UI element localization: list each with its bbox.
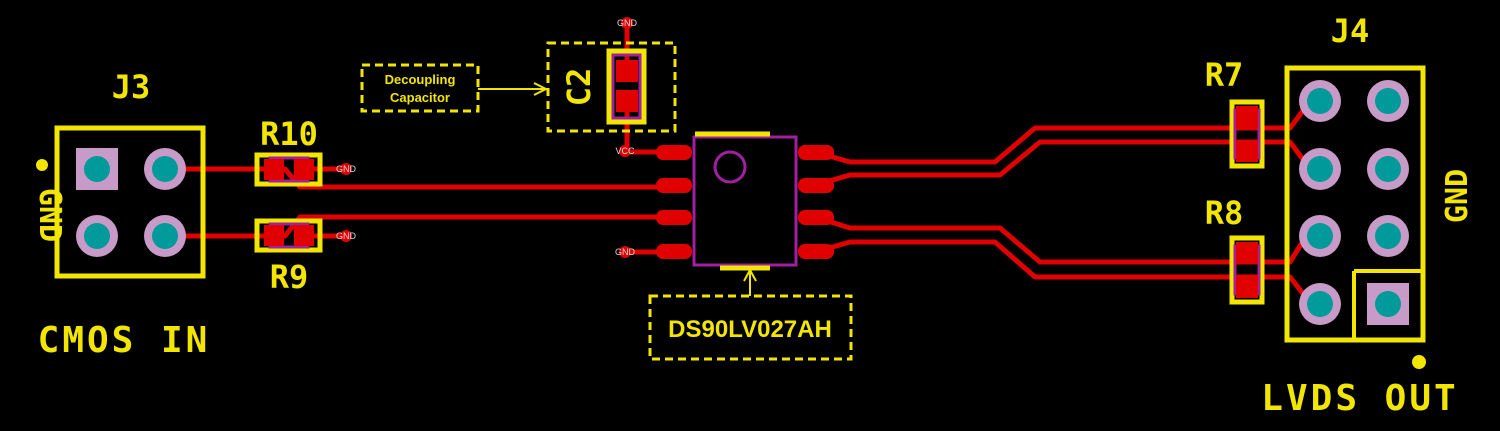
j4-gnd-label: GND — [1440, 169, 1475, 223]
decoupling-callout-box — [360, 63, 480, 113]
j4-ref: J4 — [1331, 12, 1370, 50]
decoupling-line2: Capacitor — [390, 90, 450, 105]
trace-ic-pin6-to-j4 — [812, 214, 1308, 265]
j4-pin-a1-drill — [1307, 88, 1333, 114]
j4-pin-b2-drill — [1375, 156, 1401, 182]
ic-pin-2 — [656, 178, 692, 193]
decoupling-line1: Decoupling — [385, 72, 456, 87]
ic-callout-arrowhead — [743, 267, 757, 282]
r10-pad-1 — [264, 159, 284, 180]
c2-callout-box — [546, 41, 677, 133]
ic-body — [692, 135, 798, 267]
r10-gnd-net: GND — [336, 164, 357, 174]
j3-pin3-drill — [84, 223, 110, 249]
r10-outline — [254, 152, 323, 187]
r8-resistor: R8 — [1205, 194, 1265, 305]
j4-pin-a3-drill — [1307, 223, 1333, 249]
j3-ref: J3 — [112, 68, 151, 106]
ic-pin-7 — [798, 178, 834, 193]
r10-gnd-via — [340, 163, 352, 175]
c2-capacitor: C2 GND — [546, 17, 677, 133]
r7-ref: R7 — [1205, 56, 1244, 94]
c2-gnd-via — [621, 17, 633, 29]
j3-pin4-drill — [152, 223, 178, 249]
ic-pin-5 — [798, 244, 834, 259]
ic-gnd-via — [619, 246, 631, 258]
c2-outline — [606, 48, 647, 125]
r7-resistor: R7 — [1205, 56, 1265, 169]
decoupling-arrowhead — [533, 82, 549, 96]
j3-connector: J3 GND CMOS IN — [32, 68, 211, 361]
j3-outline — [54, 125, 206, 279]
ic-vcc-net: VCC — [615, 146, 635, 156]
trace-r9-to-ic-pin3 — [282, 214, 675, 239]
ic-callout-box — [648, 294, 853, 361]
trace-ic-pin7-to-j4 — [812, 139, 1308, 188]
r8-pad-1 — [1236, 242, 1258, 264]
r7-pad-2 — [1236, 140, 1258, 162]
j4-pin1-drill — [1375, 291, 1401, 317]
r9-pad-1 — [264, 225, 284, 246]
j3-pin2-drill — [152, 156, 178, 182]
r7-pad-1 — [1236, 106, 1258, 128]
r9-gnd-net: GND — [336, 231, 357, 241]
r9-outline — [254, 218, 323, 253]
ic-pin-6 — [798, 210, 834, 225]
ic-pin-4 — [656, 244, 692, 259]
ic-vcc-via — [619, 145, 631, 157]
r7-outline — [1229, 99, 1265, 169]
ic-pin-8 — [798, 145, 834, 160]
r10-resistor: R10 GND — [254, 115, 357, 187]
decoupling-callout: Decoupling Capacitor — [360, 63, 549, 113]
trace-ic-pin5-to-j4 — [812, 239, 1311, 303]
r10-ref: R10 — [260, 115, 318, 153]
ic-pin1-dot — [713, 150, 747, 184]
j3-pin1-marker — [36, 159, 48, 171]
j4-pin-b3-drill — [1375, 223, 1401, 249]
r8-ref: R8 — [1205, 194, 1244, 232]
r9-ref: R9 — [270, 258, 309, 296]
ic-pin-3 — [656, 210, 692, 225]
c2-ref: C2 — [560, 68, 598, 107]
copper-traces — [162, 25, 1311, 303]
ic-ds90lv027ah: VCC GND — [615, 131, 834, 271]
j3-pin1-drill — [84, 156, 110, 182]
j4-connector: J4 GND LVDS OUT — [1261, 12, 1475, 419]
ic-gnd-net: GND — [615, 247, 636, 257]
r8-pad-2 — [1236, 276, 1258, 298]
r10-pad-2 — [294, 159, 314, 180]
ic-callout-label: DS90LV027AH — [668, 316, 832, 343]
c2-pad-1 — [616, 60, 638, 82]
r8-outline — [1229, 235, 1265, 305]
r9-gnd-via — [340, 230, 352, 242]
j4-pin-a2-drill — [1307, 156, 1333, 182]
ic-callout: DS90LV027AH — [648, 267, 853, 361]
c2-body — [611, 53, 642, 120]
j3-title: CMOS IN — [38, 320, 211, 361]
ic-pin-1 — [656, 145, 692, 160]
r9-resistor: R9 GND — [254, 218, 357, 296]
c2-pad-2 — [616, 90, 638, 112]
trace-ic-pin8-to-j4 — [812, 101, 1311, 165]
j4-pin-b1-drill — [1375, 88, 1401, 114]
r9-pad-2 — [294, 225, 314, 246]
j4-pin1-marker — [1412, 355, 1426, 369]
j3-gnd-label: GND — [32, 188, 67, 242]
trace-r10-to-ic-pin2 — [282, 166, 675, 190]
c2-gnd-net: GND — [617, 18, 638, 28]
j4-pin-a4-drill — [1307, 291, 1333, 317]
j4-title: LVDS OUT — [1261, 378, 1458, 419]
